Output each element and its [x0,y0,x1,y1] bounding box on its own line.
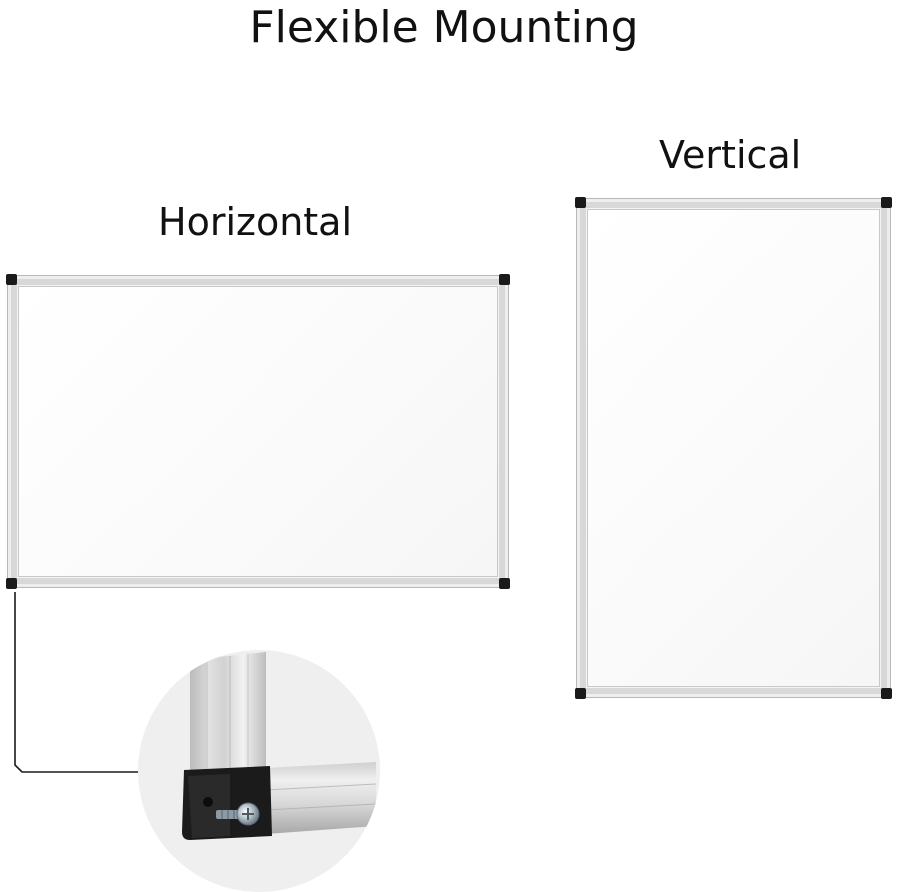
corner-cap [881,197,892,208]
frame-corner-screw-icon [182,652,377,840]
whiteboard-surface [588,210,879,686]
vertical-whiteboard [575,197,892,699]
vertical-label: Vertical [659,133,802,177]
corner-cap [575,197,586,208]
corner-cap [499,274,510,285]
corner-cap [575,688,586,699]
corner-detail-zoom [138,650,380,892]
whiteboard-surface [19,287,497,576]
horizontal-label: Horizontal [158,200,353,244]
corner-cap [6,578,17,589]
corner-cap [6,274,17,285]
page-title: Flexible Mounting [249,2,639,53]
horizontal-whiteboard [6,274,510,589]
corner-cap [499,578,510,589]
corner-cap [881,688,892,699]
